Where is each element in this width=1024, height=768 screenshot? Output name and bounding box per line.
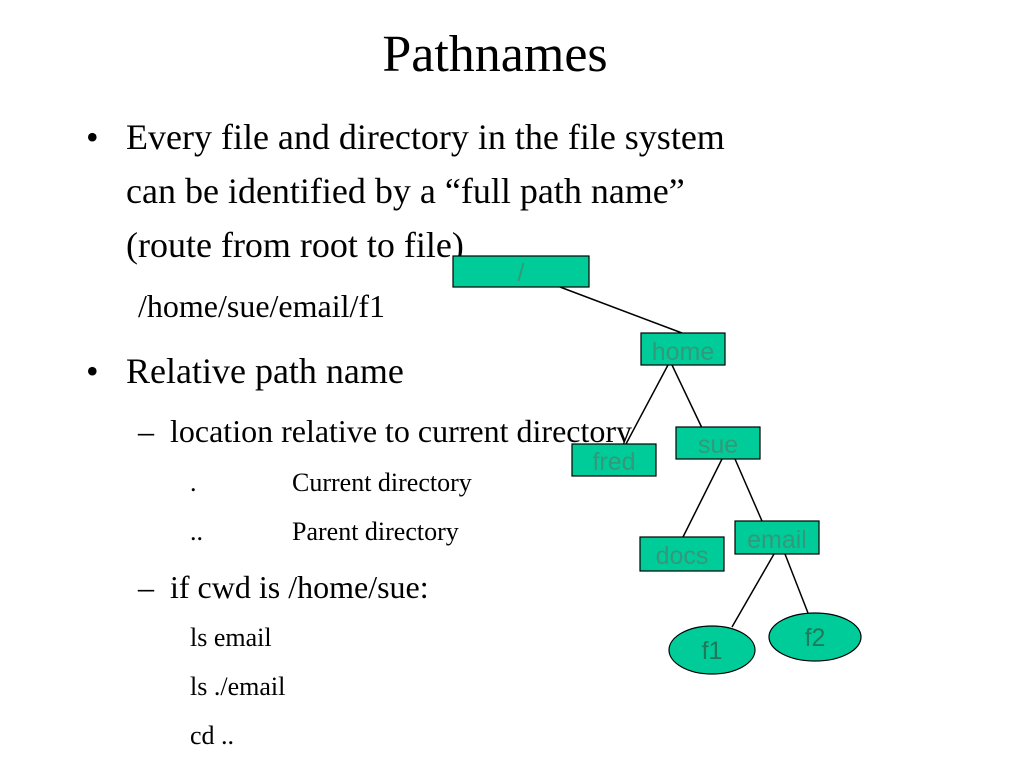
edge-root-home (559, 286, 683, 334)
tree-node-root: / (452, 255, 590, 288)
command-ls-dot-email: ls ./email (190, 672, 286, 701)
command-ls-email: ls email (190, 623, 272, 652)
sub-bullet-location: location relative to current directory (170, 413, 633, 449)
tree-node-f1: f1 (668, 625, 756, 675)
dash-marker: – (138, 413, 154, 449)
node-label: sue (698, 431, 738, 459)
node-box (734, 520, 820, 555)
tree-node-f2: f2 (768, 612, 862, 662)
command-cd-dotdot: cd .. (190, 721, 235, 750)
edge-email-f1 (731, 553, 775, 628)
tree-node-docs: docs (639, 536, 725, 572)
node-label: home (652, 338, 715, 366)
edge-sue-email (734, 458, 763, 522)
edge-home-sue (671, 364, 703, 429)
tree-node-sue: sue (675, 426, 761, 460)
dotdot-description: Parent directory (292, 517, 459, 546)
bullet-text-line-2: can be identified by a “full path name” (126, 171, 685, 211)
dot-symbol: . (190, 468, 197, 497)
edge-home-fred (625, 364, 669, 445)
slide-title: Pathnames (382, 26, 608, 83)
node-box (640, 332, 726, 366)
node-label: f1 (702, 637, 723, 665)
dotdot-symbol: .. (190, 517, 203, 546)
bullet-marker: • (86, 117, 99, 157)
node-label: email (747, 526, 807, 554)
node-ellipse (768, 612, 862, 662)
node-box (675, 426, 761, 460)
bullet-text-line-3: (route from root to file) (126, 225, 464, 265)
node-label: / (518, 259, 525, 287)
bullet-text: Relative path name (126, 351, 404, 391)
node-label: docs (656, 542, 709, 570)
bullet-text-line-1: Every file and directory in the file sys… (126, 117, 725, 157)
tree-node-email: email (734, 520, 820, 555)
tree-node-home: home (640, 332, 726, 366)
edge-sue-docs (682, 458, 723, 538)
node-label: fred (592, 448, 635, 476)
dot-description: Current directory (292, 468, 472, 497)
tree-node-fred: fred (571, 443, 657, 477)
node-label: f2 (805, 624, 826, 652)
node-box (571, 443, 657, 477)
dash-marker: – (138, 569, 154, 605)
tree-edges (559, 286, 809, 628)
bullet-marker: • (86, 351, 99, 391)
sub-bullet-cwd: if cwd is /home/sue: (170, 569, 429, 605)
node-box (452, 255, 590, 288)
full-path-example: /home/sue/email/f1 (138, 288, 386, 324)
node-box (639, 536, 725, 572)
edge-email-f2 (784, 553, 809, 614)
node-ellipse (668, 625, 756, 675)
